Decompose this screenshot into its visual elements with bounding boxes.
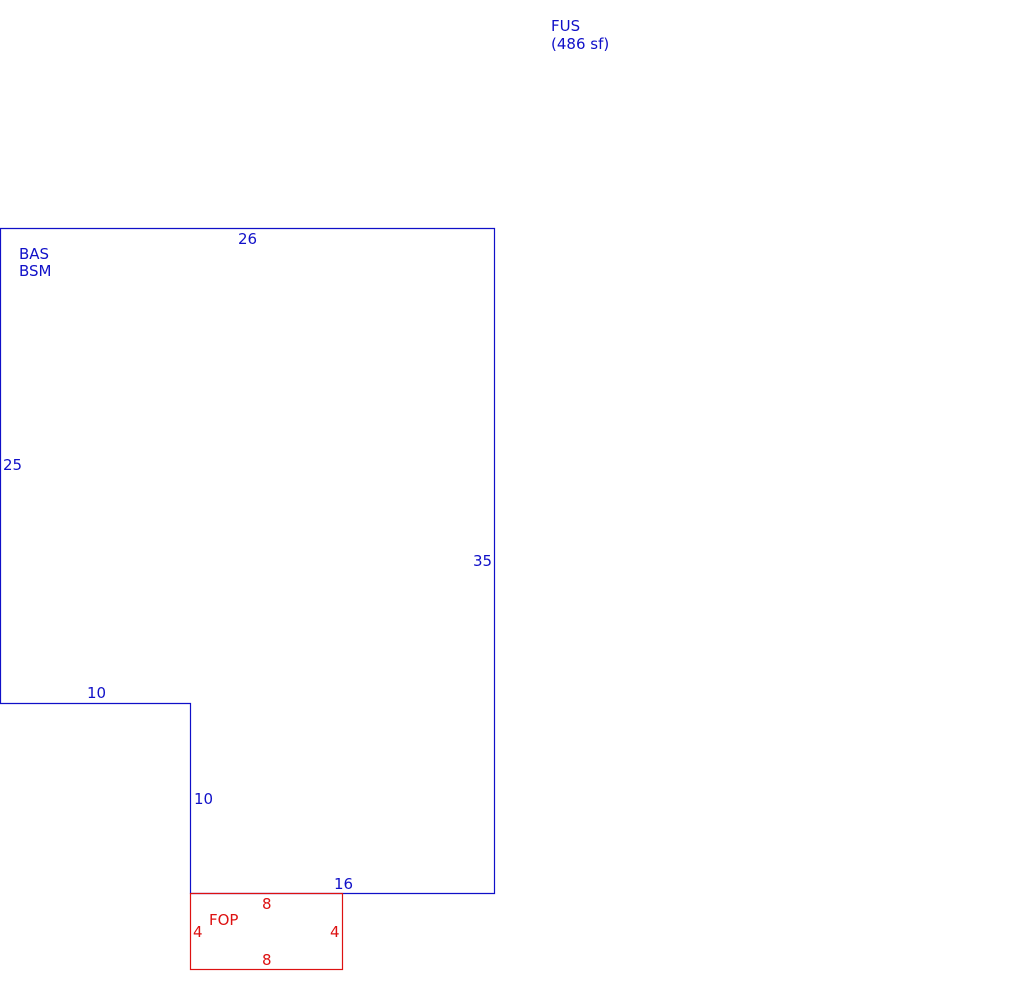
main-area-code-bas: BAS [19, 245, 49, 263]
area-summary-size: (486 sf) [551, 35, 609, 53]
dimension-bottom: 16 [334, 875, 353, 893]
porch-area-code: FOP [209, 911, 238, 929]
porch-dimension-right: 4 [330, 923, 340, 941]
porch-dimension-top: 8 [262, 895, 272, 913]
main-area-code-bsm: BSM [19, 262, 52, 280]
dimension-right: 35 [473, 552, 492, 570]
dimension-step-vertical: 10 [194, 790, 213, 808]
dimension-left: 25 [3, 456, 22, 474]
porch-dimension-left: 4 [193, 923, 203, 941]
porch-dimension-bottom: 8 [262, 951, 272, 969]
area-summary-code: FUS [551, 17, 580, 35]
dimension-step-horizontal: 10 [87, 684, 106, 702]
main-area-outline [0, 227, 496, 895]
porch-area-outline [189, 892, 344, 971]
dimension-top: 26 [238, 230, 257, 248]
